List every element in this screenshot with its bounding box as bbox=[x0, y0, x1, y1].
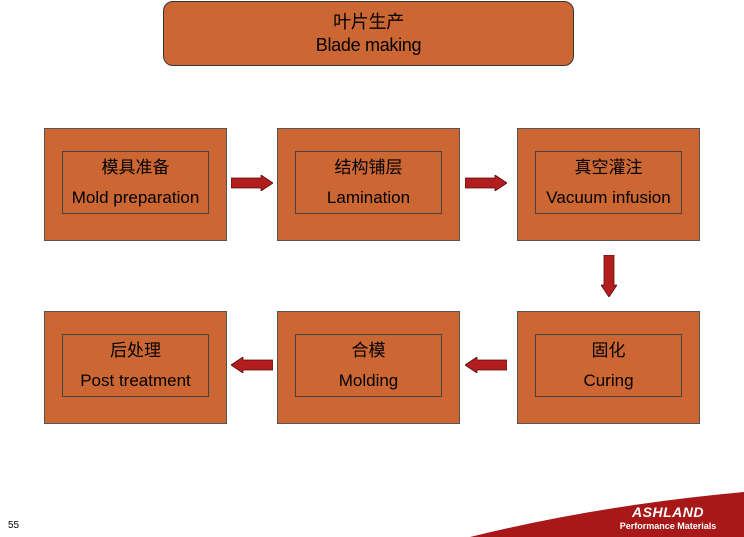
step-mold-preparation: 模具准备 Mold preparation bbox=[44, 128, 227, 241]
step-molding: 合模 Molding bbox=[277, 311, 460, 424]
step-label-zh: 后处理 bbox=[110, 340, 161, 360]
step-inner-box: 合模 Molding bbox=[295, 334, 442, 397]
arrow-left-icon bbox=[231, 357, 273, 373]
title-en: Blade making bbox=[315, 34, 422, 55]
arrow-right-icon bbox=[465, 175, 507, 191]
step-label-zh: 模具准备 bbox=[101, 157, 170, 177]
step-label-zh: 固化 bbox=[591, 340, 626, 360]
step-label-en: Vacuum infusion bbox=[546, 187, 671, 207]
title-box: 叶片生产 Blade making bbox=[163, 1, 574, 66]
brand-name: ASHLAND bbox=[632, 504, 704, 520]
step-label-en: Post treatment bbox=[80, 370, 191, 390]
step-inner-box: 真空灌注 Vacuum infusion bbox=[535, 151, 682, 214]
step-inner-box: 固化 Curing bbox=[535, 334, 682, 397]
page-number: 55 bbox=[8, 520, 20, 531]
ashland-logo: ASHLAND Performance Materials bbox=[608, 505, 728, 532]
step-lamination: 结构铺层 Lamination bbox=[277, 128, 460, 241]
step-label-zh: 真空灌注 bbox=[574, 157, 643, 177]
step-label-zh: 合模 bbox=[351, 340, 386, 360]
step-label-en: Molding bbox=[338, 370, 399, 390]
step-label-en: Mold preparation bbox=[71, 187, 200, 207]
step-label-en: Curing bbox=[583, 370, 634, 390]
arrow-left-icon bbox=[465, 357, 507, 373]
step-post-treatment: 后处理 Post treatment bbox=[44, 311, 227, 424]
step-inner-box: 模具准备 Mold preparation bbox=[62, 151, 209, 214]
step-inner-box: 结构铺层 Lamination bbox=[295, 151, 442, 214]
brand-tagline: Performance Materials bbox=[619, 521, 717, 531]
title-zh: 叶片生产 bbox=[333, 11, 404, 32]
step-label-zh: 结构铺层 bbox=[334, 157, 403, 177]
step-vacuum-infusion: 真空灌注 Vacuum infusion bbox=[517, 128, 700, 241]
step-label-en: Lamination bbox=[326, 187, 411, 207]
arrow-right-icon bbox=[231, 175, 273, 191]
arrow-down-icon bbox=[601, 255, 617, 297]
step-curing: 固化 Curing bbox=[517, 311, 700, 424]
step-inner-box: 后处理 Post treatment bbox=[62, 334, 209, 397]
